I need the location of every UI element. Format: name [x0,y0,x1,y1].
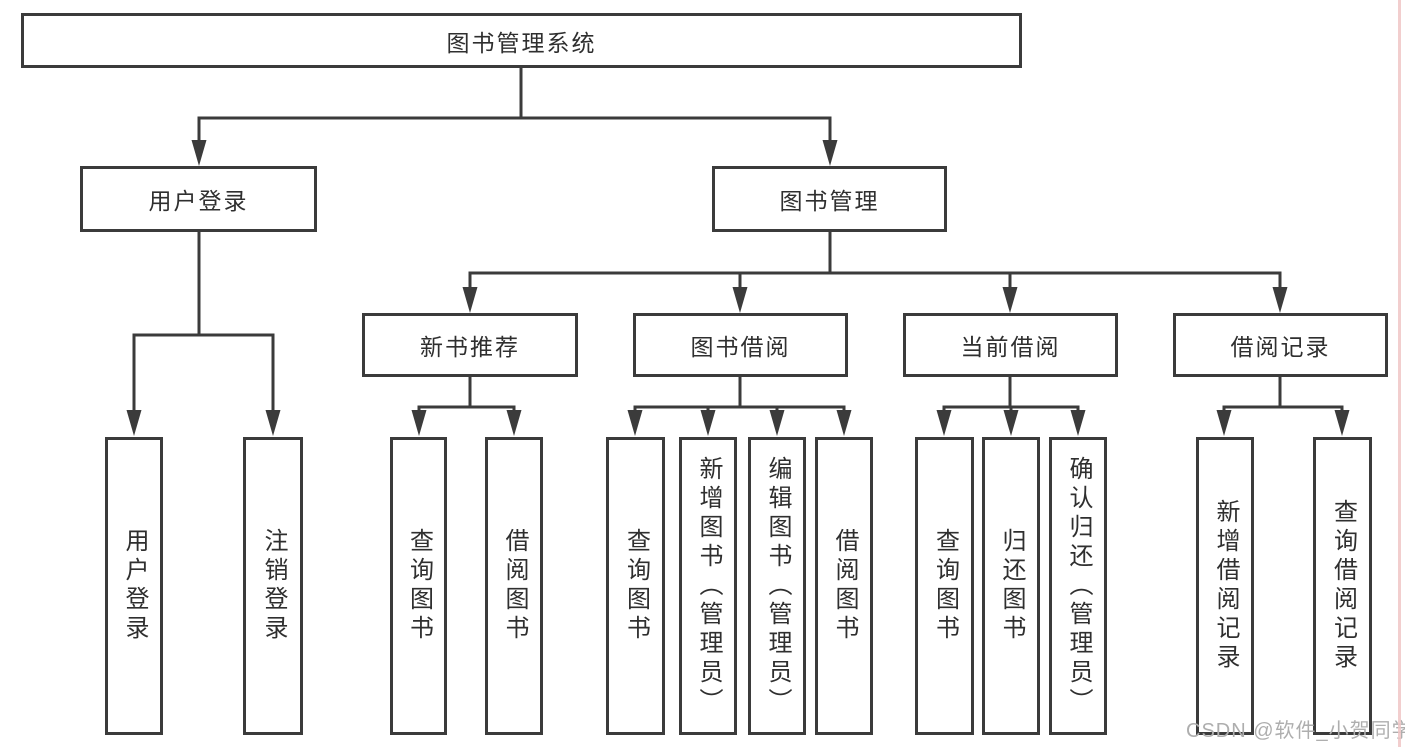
node-leaf-return-book: 归还图书 [982,437,1040,735]
arrowhead-icon [822,140,838,166]
node-current-borrow: 当前借阅 [903,313,1118,377]
node-label: 查询借阅记录 [1329,499,1357,673]
arrowhead-icon [700,410,716,436]
node-label: 用户登录 [148,188,249,214]
arrowhead-icon [1003,410,1019,436]
node-label: 确认归还（管理员） [1065,455,1092,717]
node-leaf-confirm-return: 确认归还（管理员） [1049,437,1107,735]
node-label: 新增图书（管理员） [695,455,722,717]
node-label: 查询图书 [622,528,650,644]
arrowhead-icon [126,410,142,436]
node-leaf-add-book: 新增图书（管理员） [679,437,737,735]
node-leaf-query-book-cur: 查询图书 [915,437,974,735]
node-label: 借阅记录 [1230,334,1331,360]
right-edge-accent [1398,0,1401,747]
node-label: 新增借阅记录 [1212,499,1239,673]
node-leaf-logout: 注销登录 [243,437,303,735]
arrowhead-icon [191,140,207,166]
node-leaf-user-login: 用户登录 [105,437,163,735]
arrowhead-icon [265,410,281,436]
node-book-mgmt: 图书管理 [712,166,947,232]
arrowhead-icon [732,287,748,313]
arrowhead-icon [1272,287,1288,313]
node-label: 新书推荐 [420,334,520,360]
node-leaf-add-record: 新增借阅记录 [1196,437,1254,735]
node-label: 借阅图书 [831,528,858,644]
arrowhead-icon [936,410,952,436]
node-book-borrow: 图书借阅 [633,313,848,377]
node-root: 图书管理系统 [21,13,1022,68]
node-leaf-borrow-book-bor: 借阅图书 [815,437,873,735]
node-label: 当前借阅 [960,334,1061,360]
node-leaf-query-book-bor: 查询图书 [606,437,665,735]
arrowhead-icon [411,410,427,436]
node-leaf-borrow-book-rec: 借阅图书 [485,437,543,735]
arrowhead-icon [1216,410,1232,436]
arrowhead-icon [1002,287,1018,313]
arrowhead-icon [462,287,478,313]
node-label: 图书管理系统 [446,29,597,56]
node-borrow-records: 借阅记录 [1173,313,1388,377]
node-leaf-edit-book: 编辑图书（管理员） [748,437,806,735]
node-leaf-query-book-rec: 查询图书 [390,437,447,735]
node-label: 查询图书 [931,528,959,644]
node-new-book-rec: 新书推荐 [362,313,578,377]
node-label: 查询图书 [405,528,433,644]
node-label: 注销登录 [260,528,287,644]
arrowhead-icon [506,410,522,436]
node-user-login: 用户登录 [80,166,317,232]
arrowhead-icon [627,410,643,436]
watermark: CSDN @软件_小贺同学 [1186,720,1405,742]
node-label: 编辑图书（管理员） [764,455,791,717]
node-leaf-query-record: 查询借阅记录 [1313,437,1372,735]
node-label: 图书管理 [779,188,880,214]
node-label: 归还图书 [998,528,1025,644]
node-label: 借阅图书 [501,528,528,644]
arrowhead-icon [1334,410,1350,436]
arrowhead-icon [769,410,785,436]
node-label: 图书借阅 [690,334,791,360]
arrowhead-icon [836,410,852,436]
node-label: 用户登录 [121,528,148,644]
arrowhead-icon [1070,410,1086,436]
